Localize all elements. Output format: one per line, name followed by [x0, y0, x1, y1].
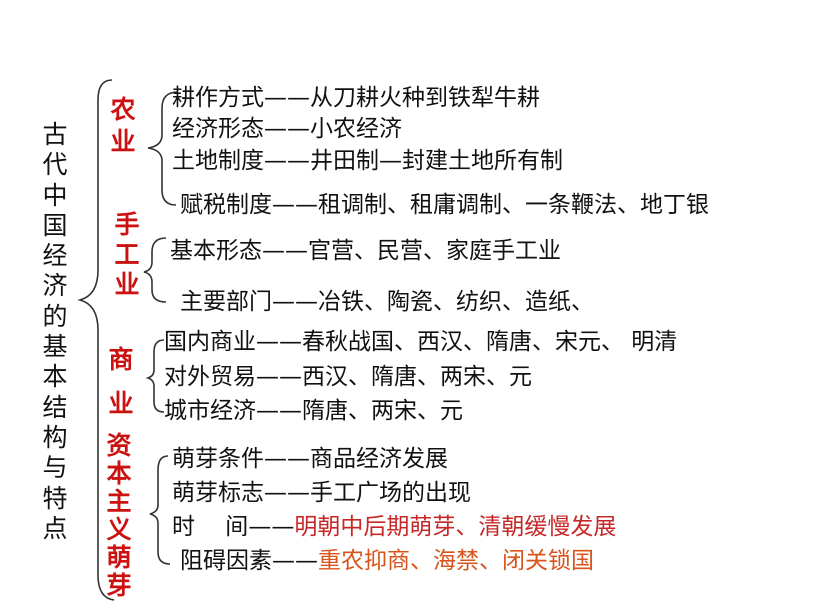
agri-bracket — [147, 91, 179, 206]
item-label: 萌芽标志 — [172, 480, 264, 506]
item-label: 基本形态 — [170, 238, 262, 264]
diagram-title: 古代中国经济的基本结构与特点 — [42, 120, 68, 543]
item-label: 赋税制度 — [180, 192, 272, 218]
list-item: 对外贸易——西汉、隋唐、两宋、元 — [164, 364, 532, 390]
item-label: 国内商业 — [164, 329, 256, 355]
item-label: 土地制度 — [172, 148, 264, 174]
item-value: 西汉、隋唐、两宋、元 — [302, 364, 532, 390]
item-value: 官营、民营、家庭手工业 — [308, 238, 561, 264]
list-item: 城市经济——隋唐、两宋、元 — [164, 398, 463, 424]
item-value: 从刀耕火种到铁犁牛耕 — [310, 85, 540, 111]
item-value: 手工广场的出现 — [310, 480, 471, 506]
commerce-bracket — [145, 339, 165, 413]
list-item: 耕作方式——从刀耕火种到铁犁牛耕 — [172, 85, 540, 111]
item-value: 租调制、租庸调制、一条鞭法、地丁银 — [318, 192, 709, 218]
item-value: 隋唐、两宋、元 — [302, 398, 463, 424]
list-item: 土地制度——井田制—封建土地所有制 — [172, 148, 563, 174]
list-item: 萌芽条件——商品经济发展 — [172, 446, 448, 472]
item-label: 对外贸易 — [164, 364, 256, 390]
main-bracket — [77, 79, 115, 601]
capitalism-bracket — [149, 455, 171, 565]
list-item: 经济形态——小农经济 — [172, 116, 402, 142]
category-handicraft: 手工业 — [114, 210, 140, 299]
item-value: 春秋战国、西汉、隋唐、宋元、 明清 — [302, 329, 678, 355]
item-value: 明朝中后期萌芽、清朝缓慢发展 — [294, 514, 617, 540]
item-value: 重农抑商、海禁、闭关锁国 — [318, 548, 594, 574]
category-commerce: 商业 — [108, 345, 134, 418]
item-label: 耕作方式 — [172, 85, 264, 111]
item-value: 井田制—封建土地所有制 — [310, 148, 563, 174]
item-label: 萌芽条件 — [172, 446, 264, 472]
list-item: 萌芽标志——手工广场的出现 — [172, 480, 471, 506]
item-value: 冶铁、陶瓷、纺织、造纸、 — [318, 289, 594, 315]
category-capitalism-sprouts: 资本主义萌芽 — [106, 431, 132, 600]
item-value: 小农经济 — [310, 116, 402, 142]
list-item: 时 间——明朝中后期萌芽、清朝缓慢发展 — [172, 514, 617, 540]
item-label: 阻碍因素 — [180, 548, 272, 574]
craft-bracket — [143, 237, 167, 303]
list-item: 赋税制度——租调制、租庸调制、一条鞭法、地丁银 — [180, 192, 709, 218]
list-item: 主要部门——冶铁、陶瓷、纺织、造纸、 — [180, 289, 594, 315]
item-label: 时 间 — [172, 514, 249, 540]
item-label: 主要部门 — [180, 289, 272, 315]
list-item: 基本形态——官营、民营、家庭手工业 — [170, 238, 561, 264]
item-value: 商品经济发展 — [310, 446, 448, 472]
list-item: 阻碍因素——重农抑商、海禁、闭关锁国 — [180, 548, 594, 574]
category-agriculture: 农业 — [110, 95, 136, 156]
list-item: 国内商业——春秋战国、西汉、隋唐、宋元、 明清 — [164, 329, 678, 355]
item-label: 经济形态 — [172, 116, 264, 142]
item-label: 城市经济 — [164, 398, 256, 424]
